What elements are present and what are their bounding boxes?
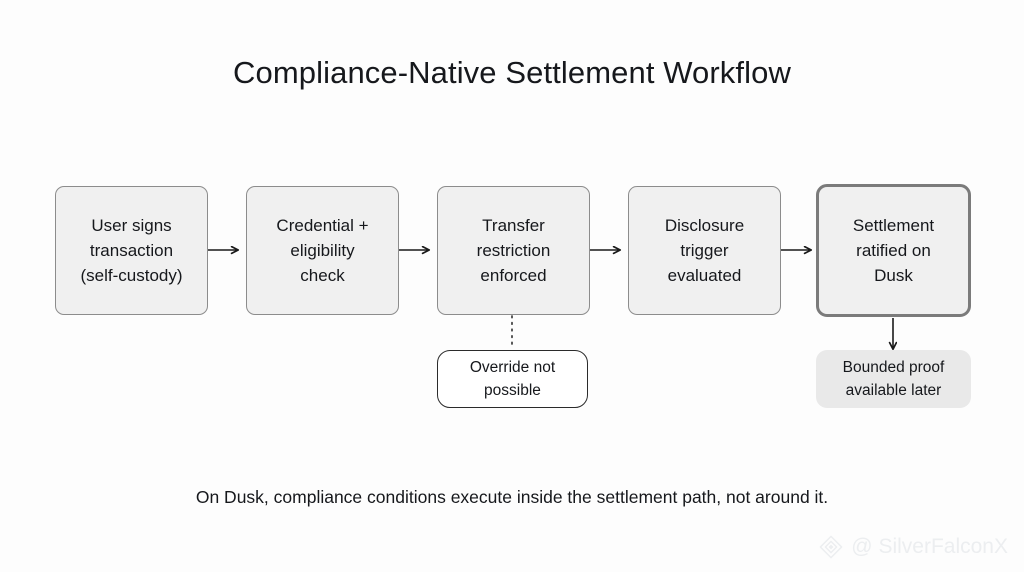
flow-node-user-signs[interactable]: User signs transaction (self-custody): [55, 186, 208, 315]
diamond-logo-icon: [819, 535, 843, 559]
watermark: @ SilverFalconX: [818, 534, 1008, 560]
sub-node-label: Override not possible: [469, 359, 556, 399]
flow-node-label: Credential + eligibility check: [276, 216, 369, 285]
sub-node-bounded-proof[interactable]: Bounded proof available later: [816, 350, 971, 408]
diagram-caption: On Dusk, compliance conditions execute i…: [195, 487, 829, 507]
watermark-handle: @ SilverFalconX: [851, 535, 1008, 558]
flow-node-label: Settlement ratified on Dusk: [852, 216, 935, 285]
flow-node-settlement-ratified[interactable]: Settlement ratified on Dusk: [816, 184, 971, 317]
flow-node-label: Transfer restriction enforced: [476, 216, 551, 285]
flow-node-credential-check[interactable]: Credential + eligibility check: [246, 186, 399, 315]
page-title: Compliance-Native Settlement Workflow: [233, 55, 791, 90]
sub-node-label: Bounded proof available later: [842, 359, 945, 399]
flow-node-disclosure-trigger[interactable]: Disclosure trigger evaluated: [628, 186, 781, 315]
flow-node-label: User signs transaction (self-custody): [80, 216, 183, 285]
flow-node-label: Disclosure trigger evaluated: [664, 216, 745, 285]
flow-node-transfer-restriction[interactable]: Transfer restriction enforced: [437, 186, 590, 315]
sub-node-override-not-possible[interactable]: Override not possible: [437, 350, 588, 408]
